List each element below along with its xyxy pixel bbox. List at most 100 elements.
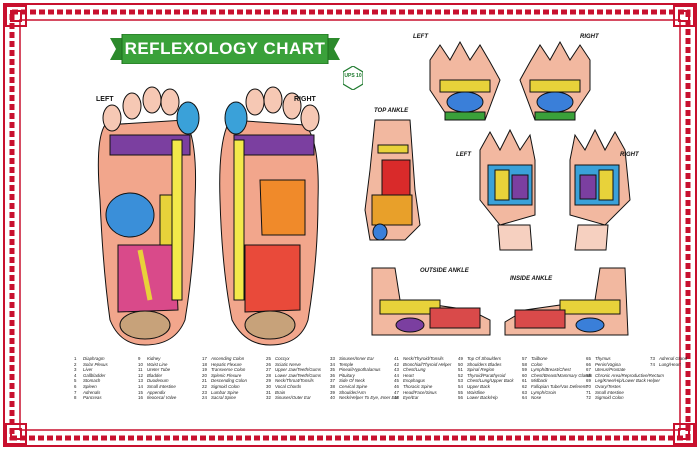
right-foot-label: RIGHT [294, 96, 316, 103]
legend-label: Duodenum [147, 378, 169, 384]
legend-label: Solar Plexus [83, 361, 108, 367]
legend-label: Leg/Knee/Hip/Lower Back Helper [595, 378, 660, 384]
legend-item: 16 Ileocecal Valve [138, 395, 218, 401]
legend-number: 44 [394, 372, 399, 378]
legend-label: Sigmoid Colon [595, 395, 624, 401]
legend-label: Lymph/Breast/Chest [531, 367, 571, 373]
legend-label: Descending Colon [211, 378, 247, 384]
legend-label: Cervical Spine [339, 383, 368, 389]
legend-number: 47 [394, 389, 399, 395]
legend-label: Uterus/Prostate [595, 367, 626, 373]
legend-label: Thymus [595, 356, 611, 361]
legend-label: Coccyx [275, 356, 290, 361]
legend-number: 41 [394, 356, 399, 361]
legend-number: 48 [394, 395, 399, 401]
legend-label: Adrenal Gland [659, 356, 688, 361]
legend-number: 67 [586, 367, 591, 373]
legend-number: 62 [522, 383, 527, 389]
legend-label: Sacral Spine [211, 395, 236, 401]
legend-label: Pituitary [339, 372, 355, 378]
legend-label: Spleen [83, 383, 97, 389]
legend-number: 2 [74, 361, 77, 367]
legend-number: 53 [458, 378, 463, 384]
legend-item: 37 Side Of Neck [330, 378, 410, 384]
right-foot-sole [219, 86, 320, 346]
legend-label: Ileocecal Valve [147, 395, 177, 401]
legend-number: 25 [266, 356, 271, 361]
legend-item: 15 Appendix [138, 390, 218, 396]
legend-number: 54 [458, 383, 463, 389]
left-hand-palm-label: LEFT [456, 152, 471, 158]
legend-number: 11 [138, 367, 143, 373]
legend-label: Nose [531, 395, 542, 401]
legend-label: Diaphragm [83, 356, 105, 361]
legend-number: 16 [138, 395, 143, 401]
legend-number: 6 [74, 383, 77, 389]
legend-number: 22 [202, 383, 207, 389]
legend-item: 9 Kidney [138, 356, 218, 362]
legend-label: Bronchial/Thyroid Helper [403, 361, 452, 367]
top-ankle-foot [364, 119, 421, 241]
legend-label: Top Of Shoulders [467, 356, 502, 361]
legend-number: 40 [330, 395, 335, 401]
legend-number: 42 [394, 361, 399, 367]
legend-label: Chest/Lung [403, 367, 426, 373]
legend-label: Adrenals [83, 389, 101, 395]
legend-label: Tailbone [531, 356, 548, 361]
legend-column: 41 Neck/Thyroid/Tonsils 42 Bronchial/Thyroi… [394, 356, 474, 401]
legend-number: 37 [330, 378, 335, 384]
legend-number: 30 [266, 383, 271, 389]
legend-label: Transverse Colon [211, 367, 246, 373]
legend-number: 59 [522, 367, 527, 373]
left-foot-label: LEFT [96, 96, 114, 103]
legend-label: Appendix [147, 389, 166, 395]
legend-label: Splenic Flexure [211, 372, 242, 378]
legend-number: 9 [138, 356, 141, 361]
legend-label: Lower Back/Hip [467, 395, 498, 401]
legend-number: 58 [522, 361, 527, 367]
legend-label: Neck/Helper To Eye, Inner Ear [339, 395, 399, 401]
legend-label: Kidney [147, 356, 161, 361]
left-foot-sole [97, 86, 200, 346]
legend-label: Side Of Neck [339, 378, 365, 384]
legend-label: Neck/Throat/Tonsils [275, 378, 314, 384]
title-banner [110, 34, 340, 64]
right-hand-back [519, 40, 591, 121]
legend-label: Ureter Tube [147, 367, 171, 373]
legend-number: 15 [138, 389, 143, 395]
legend-number: 55 [458, 389, 463, 395]
legend-label: Small Intestine [595, 389, 624, 395]
legend-number: 13 [138, 378, 143, 384]
legend-item: 42 Bronchial/Thyroid Helper [394, 362, 474, 368]
legend-label: Fallopian Tube/Vas Deferens [531, 383, 588, 389]
legend-item: 11 Ureter Tube [138, 367, 218, 373]
legend-label: Chest/Breast/Mammary Glands [531, 372, 593, 378]
legend-number: 1 [74, 356, 77, 361]
legend-label: Bladder [147, 372, 163, 378]
legend-label: Neck/Thyroid/Tonsils [403, 356, 444, 361]
